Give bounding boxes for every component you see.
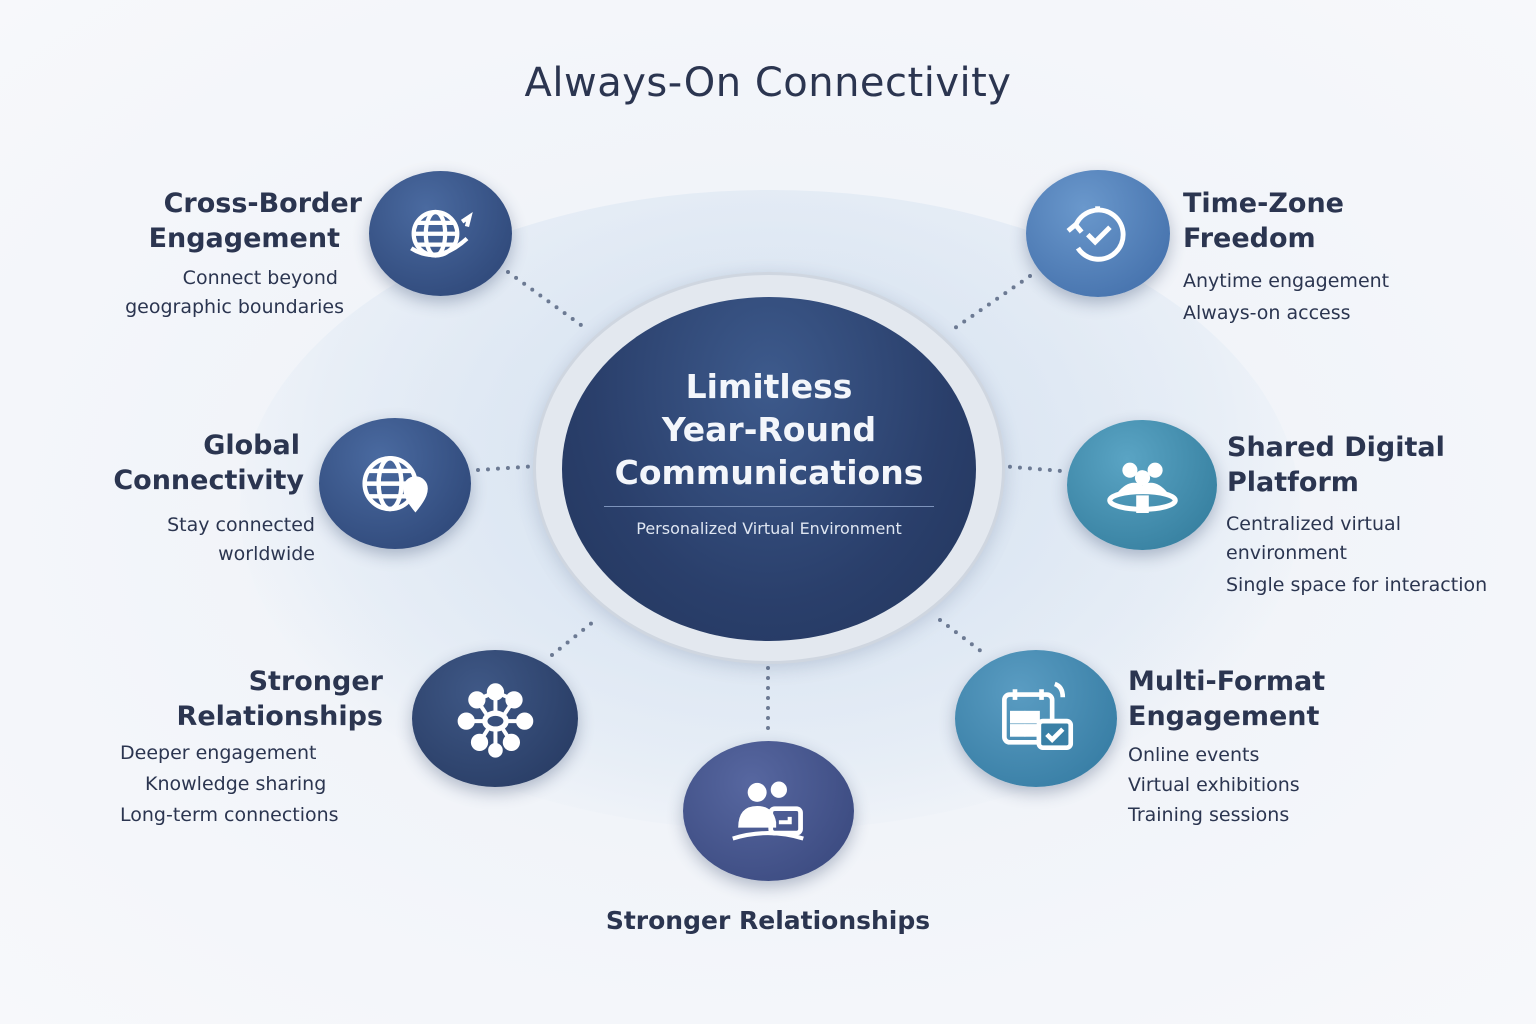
global-title-2: Connectivity: [113, 465, 304, 496]
global-desc-1: Stay connected: [167, 514, 315, 536]
divider: [604, 506, 934, 507]
multi-desc-2: Virtual exhibitions: [1128, 774, 1300, 796]
stronger-desc-1: Deeper engagement: [120, 742, 317, 764]
calendar-check-icon: [955, 650, 1117, 787]
center-subtitle: Personalized Virtual Environment: [636, 519, 902, 538]
cross-border-title-2: Engagement: [148, 223, 340, 254]
center-title-1: Limitless: [685, 367, 853, 406]
clock-check-icon: [1026, 170, 1170, 297]
group-platform-icon: [1067, 420, 1217, 550]
stronger-title-2: Relationships: [176, 701, 383, 732]
shared-title-1: Shared Digital: [1227, 432, 1445, 463]
bottom-node-label: Stronger Relationships: [605, 906, 931, 935]
cross-border-desc-2: geographic boundaries: [125, 296, 344, 318]
time-zone-desc-1: Anytime engagement: [1183, 270, 1390, 292]
shared-desc-1: Centralized virtual: [1226, 513, 1401, 535]
network-icon: [412, 650, 578, 787]
stronger-title-1: Stronger: [248, 666, 383, 697]
center-title-3: Communications: [614, 453, 924, 492]
time-zone-title-1: Time-Zone: [1183, 188, 1344, 219]
center-title-2: Year-Round: [661, 410, 877, 449]
multi-title-1: Multi-Format: [1128, 666, 1326, 697]
stronger-desc-3: Long-term connections: [120, 804, 339, 826]
cross-border-desc-1: Connect beyond: [182, 267, 338, 289]
page-title: Always-On Connectivity: [524, 60, 1012, 106]
globe-arrow-icon: [369, 171, 512, 296]
multi-title-2: Engagement: [1128, 701, 1320, 732]
cross-border-title-1: Cross-Border: [163, 188, 362, 219]
shared-desc-3: Single space for interaction: [1226, 574, 1488, 596]
stronger-desc-2: Knowledge sharing: [145, 773, 327, 795]
shared-title-2: Platform: [1227, 467, 1359, 498]
multi-desc-1: Online events: [1128, 744, 1260, 766]
people-chat-icon: [683, 741, 854, 881]
time-zone-title-2: Freedom: [1183, 223, 1316, 254]
global-desc-2: worldwide: [218, 543, 315, 565]
time-zone-desc-2: Always-on access: [1183, 302, 1351, 324]
globe-pin-icon: [319, 418, 471, 549]
shared-desc-2: environment: [1226, 542, 1348, 564]
multi-desc-3: Training sessions: [1128, 804, 1290, 826]
global-title-1: Global: [203, 430, 300, 461]
